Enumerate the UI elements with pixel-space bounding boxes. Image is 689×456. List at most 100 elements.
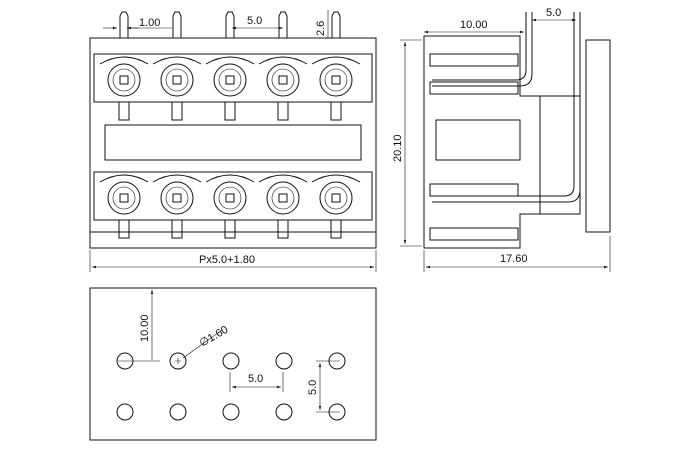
dim-side-length: 17.60 [423,236,611,272]
wire-slot [330,101,342,121]
front-view: 1.00 5.0 2.6 Px5.0+1.80 [89,10,377,272]
dim-side-height: 20.10 [392,39,422,247]
screw-square [172,193,182,203]
wire-slot [118,101,130,121]
opening-2 [429,81,519,95]
footprint-hole [275,403,293,421]
dim-row-pitch: 5.0 [307,360,340,413]
screw-opening [160,181,194,215]
screw-head-arc [311,56,361,65]
footprint-hole [222,403,240,421]
dim-side-pitch-label: 5.0 [546,7,561,19]
wire-slot [330,219,342,239]
dim-row-offset: 10.00 [118,290,160,362]
wire-slot [171,219,183,239]
screw-ring [324,68,348,92]
screw-square [225,75,235,85]
screw-head-arc [311,174,361,183]
footprint-view: 10.00 ∅1.60 5.0 5.0 [89,287,377,441]
dim-side-depth-label: 10.00 [460,19,488,31]
terminal-rows [93,53,373,239]
dim-pin-protrusion: 2.6 [315,10,329,38]
screw-opening [319,181,353,215]
footprint-hole [169,403,187,421]
inner-chamber [539,95,581,215]
screw-square [172,75,182,85]
dim-total-length-label: Px5.0+1.80 [199,254,255,266]
screw-square [331,193,341,203]
dim-hole-pitch-label: 5.0 [248,373,263,385]
bent-pin-inner-2 [432,12,581,203]
opening-4 [429,183,519,197]
screw-ring [165,68,189,92]
footprint-hole [222,352,240,370]
screw-square [119,193,129,203]
dim-side-length-label: 17.60 [500,253,528,265]
screw-ring [112,68,136,92]
screw-opening [160,63,194,97]
dim-hole-diameter: ∅1.60 [182,324,231,359]
screw-ring [324,186,348,210]
dim-side-height-label: 20.10 [392,134,404,162]
screw-ring [112,186,136,210]
screw-head-arc [205,174,255,183]
dim-front-pitch: 5.0 [232,15,283,30]
dim-total-length: Px5.0+1.80 [89,250,377,272]
dim-pin-protrusion-label: 2.6 [315,21,327,36]
front-view-outline [89,37,377,249]
screw-opening [319,63,353,97]
top-pin [225,11,235,38]
wire-slot [277,219,289,239]
center-band [104,124,362,161]
screw-square [331,75,341,85]
screw-opening [107,63,141,97]
top-pin [331,11,341,38]
right-block [585,39,611,233]
screw-square [119,75,129,85]
footprint-outline [89,287,377,441]
bent-pin-inner [432,12,575,197]
screw-head-arc [99,56,149,65]
screw-ring [271,68,295,92]
screw-opening [107,181,141,215]
screw-ring [271,186,295,210]
screw-opening [213,181,247,215]
screw-head-arc [258,174,308,183]
screw-opening [213,63,247,97]
dim-hole-pitch: 5.0 [229,372,284,392]
side-view: 10.00 5.0 20.10 17.60 [392,7,611,272]
wire-slot [224,101,236,121]
opening-top [429,53,519,67]
top-pin [119,11,129,38]
opening-bottom [429,227,519,241]
dim-pin-width-label: 1.00 [139,17,160,29]
dim-side-depth: 10.00 [424,19,524,34]
wire-slot [277,101,289,121]
screw-head-arc [258,56,308,65]
screw-opening [266,63,300,97]
footprint-hole [116,403,134,421]
footprint-hole [169,352,187,370]
top-pin [172,11,182,38]
bent-pin-outer-2 [432,12,533,87]
screw-ring [165,186,189,210]
top-pin [278,11,288,38]
screw-opening [266,181,300,215]
screw-head-arc [205,56,255,65]
dim-side-pitch: 5.0 [532,7,576,22]
wire-slot [118,219,130,239]
dim-front-pitch-label: 5.0 [247,15,262,27]
dim-hole-diameter-label: ∅1.60 [198,324,231,350]
screw-ring [218,186,242,210]
screw-square [225,193,235,203]
screw-square [278,75,288,85]
dim-row-offset-label: 10.00 [139,314,151,342]
hole-center-mark [175,358,181,364]
screw-square [278,193,288,203]
screw-ring [218,68,242,92]
screw-head-arc [99,174,149,183]
bent-pin-outer [432,12,527,81]
screw-head-arc [152,56,202,65]
wire-slot [224,219,236,239]
